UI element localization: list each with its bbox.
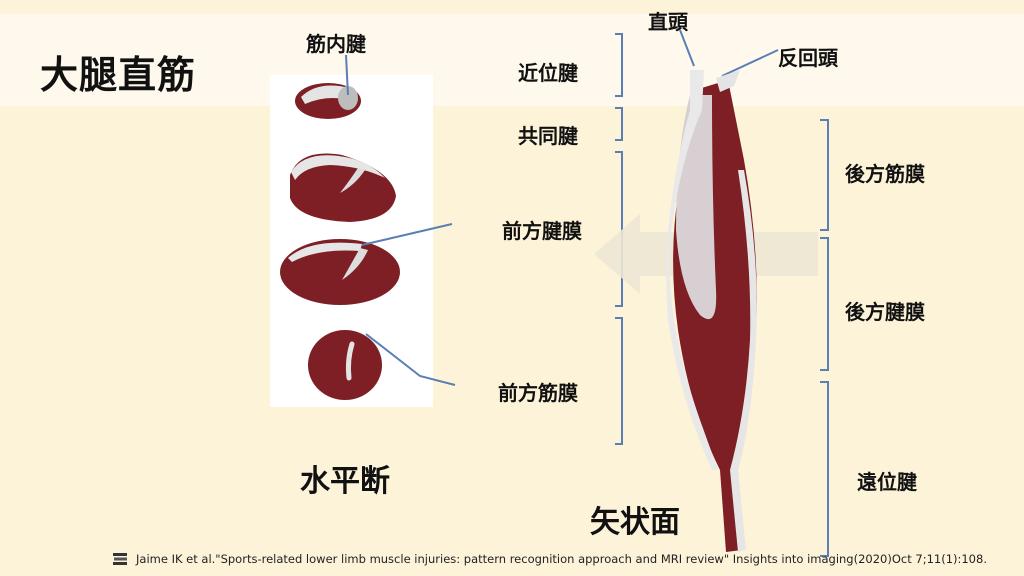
cross-section-4	[308, 330, 382, 400]
right-brackets	[820, 119, 829, 557]
label-intramuscular-tendon: 筋内腱	[306, 32, 366, 56]
label-sagittal: 矢状面	[590, 505, 680, 540]
slide-title: 大腿直筋	[40, 53, 197, 97]
label-distal-tendon: 遠位腱	[857, 470, 917, 494]
cross-section-2	[290, 153, 396, 222]
citation-text: Jaime IK et al."Sports-related lower lim…	[136, 552, 987, 566]
label-axial: 水平断	[300, 464, 390, 499]
label-direct-head: 直頭	[648, 10, 688, 34]
connector-direct-head	[679, 29, 695, 67]
label-anterior-aponeurosis: 前方腱膜	[502, 219, 582, 243]
label-posterior-fascia: 後方筋膜	[845, 162, 925, 186]
label-posterior-aponeurosis: 後方腱膜	[845, 300, 925, 324]
label-anterior-fascia: 前方筋膜	[498, 381, 578, 405]
label-proximal-tendon: 近位腱	[518, 61, 578, 85]
connector-anterior-fascia	[365, 333, 456, 386]
sagittal-muscle	[666, 70, 757, 552]
books-icon	[113, 553, 127, 565]
connector-reflected-head	[721, 49, 779, 77]
connector-anterior-aponeurosis	[361, 223, 453, 246]
title-band	[0, 14, 1024, 106]
cross-section-1	[295, 83, 361, 119]
cross-section-3	[280, 239, 400, 305]
connector-intramuscular	[345, 54, 349, 96]
citation: Jaime IK et al."Sports-related lower lim…	[112, 552, 987, 566]
label-reflected-head: 反回頭	[778, 46, 838, 70]
left-brackets	[615, 33, 623, 445]
label-common-tendon: 共同腱	[518, 124, 578, 148]
